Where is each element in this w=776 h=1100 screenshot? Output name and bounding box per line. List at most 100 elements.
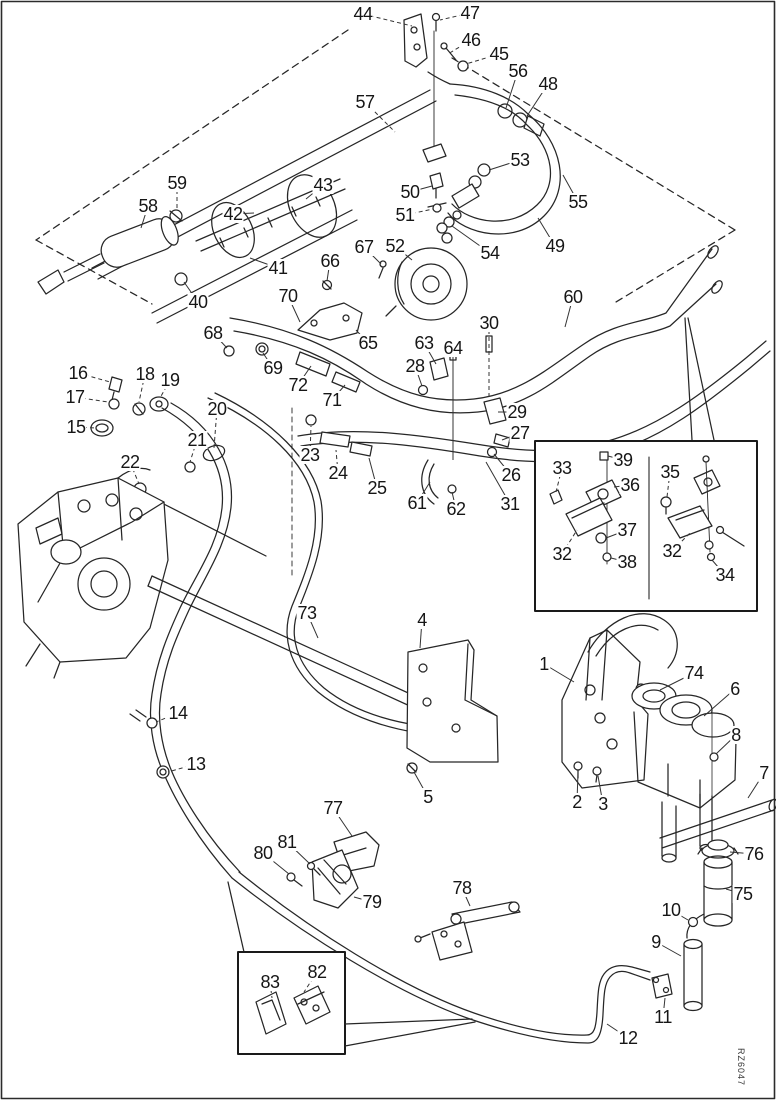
nut-28 [417,384,429,396]
callout-label-29: 29 [506,402,528,422]
callout-label-63: 63 [413,333,435,353]
bracket-65 [297,302,363,341]
callout-label-17: 17 [64,387,86,407]
callout-label-23: 23 [299,445,321,465]
bolt-67 [379,260,387,268]
pipe-7 [659,798,776,849]
callout-label-16: 16 [67,363,89,383]
callout-label-1: 1 [538,654,550,674]
leader-line-16 [77,372,111,383]
callout-label-83: 83 [259,972,281,992]
coupling-72 [295,351,331,377]
callout-label-49: 49 [544,236,566,256]
leader-line-13 [167,763,197,773]
callout-label-68: 68 [202,323,224,343]
callout-label-57: 57 [354,92,376,112]
callout-label-46: 46 [460,30,482,50]
leader-line-45 [465,53,500,65]
callout-label-38: 38 [616,552,638,572]
callout-label-71: 71 [321,390,343,410]
leader-line-18 [138,373,146,403]
pipes-60 [229,245,723,414]
callout-label-26: 26 [500,465,522,485]
fitting-69 [255,342,269,356]
nut-23 [305,414,317,426]
bolt-81 [306,861,316,871]
leader-line-32 [671,531,692,552]
callout-label-2: 2 [571,792,583,812]
callout-label-52: 52 [384,236,406,256]
clamp-29 [483,397,507,425]
callout-label-11: 11 [653,1007,673,1027]
filter-cylinder [683,839,739,1012]
callout-label-32: 32 [661,541,683,561]
washer-54 [443,216,455,228]
callout-label-47: 47 [459,3,481,23]
link-78 [414,901,521,961]
bottom-pipe [231,871,651,1044]
callout-label-28: 28 [404,356,426,376]
callout-label-44: 44 [352,4,374,24]
clamp-56 [497,103,513,119]
callout-label-56: 56 [507,61,529,81]
valve-assembly [587,613,737,863]
pipe-clamp [422,143,447,163]
coupling-24 [319,431,351,448]
bracket-4 [406,639,499,763]
callout-label-62: 62 [445,499,467,519]
hoses [427,71,561,235]
callout-label-77: 77 [322,798,344,818]
callout-label-19: 19 [159,370,181,390]
washer-51 [432,203,442,213]
callout-label-8: 8 [730,725,742,745]
callout-label-45: 45 [488,44,510,64]
callout-label-55: 55 [567,192,589,212]
callout-label-69: 69 [262,358,284,378]
callout-label-74: 74 [683,663,705,683]
leader-line-23 [309,425,312,456]
callout-label-81: 81 [276,832,298,852]
callout-label-67: 67 [353,237,375,257]
callout-label-30: 30 [478,313,500,333]
callout-label-70: 70 [277,286,299,306]
muffler [100,215,179,268]
callout-label-6: 6 [729,679,741,699]
drawing-id-watermark: RZ6047 [736,1047,746,1086]
callout-label-20: 20 [206,399,228,419]
leader-line-17 [74,396,109,403]
callout-label-12: 12 [617,1028,639,1048]
coupling-71 [331,371,361,393]
callout-label-5: 5 [422,787,434,807]
callout-label-58: 58 [137,196,159,216]
bracket-79 [311,849,359,909]
bolt-27 [493,433,511,448]
fitting-14 [146,717,158,729]
callout-label-72: 72 [287,375,309,395]
nut-17 [108,398,120,410]
callout-label-40: 40 [187,292,209,312]
spring-tube [195,178,346,252]
callout-label-48: 48 [537,74,559,94]
injection-pump [17,467,169,679]
callout-label-9: 9 [650,932,662,952]
callout-label-78: 78 [451,878,473,898]
leader-line-32 [561,529,578,555]
callout-label-13: 13 [185,754,207,774]
callout-label-32: 32 [551,544,573,564]
callout-label-18: 18 [134,364,156,384]
callout-label-22: 22 [119,452,141,472]
callout-label-39: 39 [612,450,634,470]
callout-label-80: 80 [252,843,274,863]
callout-label-51: 51 [394,205,416,225]
callout-label-79: 79 [361,892,383,912]
callout-label-4: 4 [416,610,428,630]
washer-45 [457,60,469,72]
callout-label-37: 37 [616,520,638,540]
bolt-50 [429,172,444,190]
callout-label-14: 14 [167,703,189,723]
callout-label-76: 76 [743,844,765,864]
support-strip-73 [147,575,429,713]
